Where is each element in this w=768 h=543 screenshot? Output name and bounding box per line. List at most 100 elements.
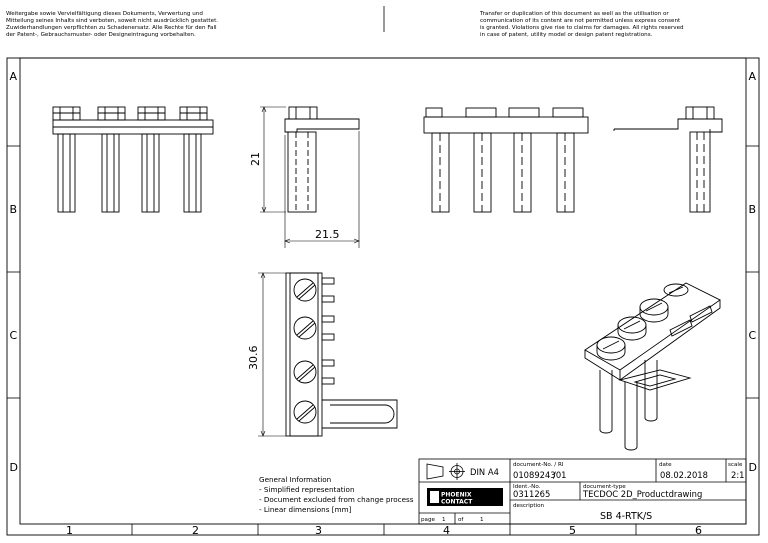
top-view-inner <box>289 272 319 437</box>
document-type: TECDOC 2D_Productdrawing <box>582 489 702 499</box>
back-view-tab <box>508 107 540 118</box>
copyright-notice-english: Transfer or duplication of this document… <box>479 11 684 38</box>
grid-row-label: C <box>749 329 757 342</box>
dimension-height <box>260 106 286 213</box>
notice-de-line: der Patent-, Gebrauchsmuster- oder Desig… <box>6 32 196 38</box>
of-value: 1 <box>480 517 484 523</box>
grid-row-label: A <box>10 70 18 83</box>
notice-en-line: in case of patent, utility model or desi… <box>480 32 653 38</box>
general-info-item: - Document excluded from change process <box>259 495 414 504</box>
notice-de-line: Weitergabe sowie Vervielfältigung dieses… <box>6 11 203 17</box>
top-view-tabs <box>321 277 335 385</box>
pin <box>57 133 76 213</box>
back-view-bar <box>423 116 589 134</box>
of-label: of <box>458 517 464 523</box>
dimension-height-label: 21 <box>249 152 262 166</box>
screw-head <box>179 106 208 121</box>
document-no: 01089243 <box>513 470 556 480</box>
notice-en-line: is granted. Violations give rise to clai… <box>480 25 684 31</box>
drawing-frame <box>6 57 760 536</box>
grid-col-label: 5 <box>569 524 576 537</box>
outer-frame <box>6 57 760 536</box>
pin <box>431 132 450 213</box>
pin <box>101 133 120 213</box>
grid-row-label: C <box>10 329 18 342</box>
copyright-notice-german: Weitergabe sowie Vervielfältigung dieses… <box>6 11 218 38</box>
pin <box>689 131 711 213</box>
grid-col-label: 2 <box>192 524 199 537</box>
side-view-right-bar <box>614 118 723 133</box>
title-block: DIN A4 PHOENIX CONTACT page 1 of 1 docum… <box>418 458 747 525</box>
description-label: description <box>513 503 545 509</box>
pin <box>513 132 532 213</box>
product-description: SB 4-RTK/S <box>600 511 652 522</box>
dimension-width <box>284 131 360 248</box>
grid-col-label: 4 <box>443 524 450 537</box>
top-view-slot <box>330 404 395 424</box>
grid-col-label: 3 <box>315 524 322 537</box>
side-view <box>284 106 360 213</box>
iso-slot-tab <box>618 369 692 391</box>
top-view <box>285 272 398 437</box>
iso-bar-side <box>584 300 721 381</box>
pin <box>473 132 492 213</box>
pin <box>141 133 160 213</box>
back-view-tab <box>465 107 497 118</box>
screw-head <box>685 106 715 120</box>
pin <box>556 132 575 213</box>
top-view-screws <box>293 278 317 424</box>
document-no-label: document-No. / RI <box>513 462 564 468</box>
grid-row-label: A <box>749 70 757 83</box>
page-value: 1 <box>442 517 446 523</box>
top-view-slot-tab <box>322 399 398 429</box>
grid-reference-labels: A B C D A B C D 1 2 3 4 5 6 <box>10 70 757 537</box>
notice-en-line: Transfer or duplication of this document… <box>479 11 669 17</box>
grid-row-label: B <box>10 203 18 216</box>
notice-de-line: Zuwiderhandlungen verpflichten zu Schade… <box>6 25 217 31</box>
date-label: date <box>659 462 672 468</box>
projection-symbol <box>426 463 465 480</box>
notice-de-line: Mitteilung seines Inhalts sind verboten,… <box>6 18 218 24</box>
ident-no-label: Ident.-No. <box>513 484 541 490</box>
logo-line1: PHOENIX <box>441 492 472 499</box>
screw-head <box>97 106 126 121</box>
sheet-format: DIN A4 <box>470 467 499 477</box>
grid-col-label: 1 <box>66 524 73 537</box>
grid-row-label: B <box>749 203 757 216</box>
front-view <box>52 106 214 213</box>
notice-en-line: communication of its content are not per… <box>480 18 681 24</box>
grid-row-label: D <box>10 461 18 474</box>
back-view-tab <box>552 107 584 118</box>
screw-head <box>137 106 166 121</box>
side-view-pin <box>287 131 317 213</box>
document-type-label: document-type <box>583 484 626 490</box>
general-info-item: - Simplified representation <box>259 485 355 494</box>
side-view-bar <box>284 118 360 133</box>
dimension-width-label: 21.5 <box>315 228 340 241</box>
top-view-body <box>285 272 323 437</box>
general-info-heading: General Information <box>259 475 331 484</box>
back-view <box>423 107 589 213</box>
front-view-pins <box>57 133 202 213</box>
general-info-item: - Linear dimensions [mm] <box>259 505 352 514</box>
dimension-length-label: 30.6 <box>247 346 260 371</box>
screw-head <box>52 106 81 121</box>
document-scale: 2:1 <box>731 470 744 480</box>
pin <box>183 133 202 213</box>
page-label: page <box>421 517 436 523</box>
ident-no: 0311265 <box>513 489 550 499</box>
grid-col-label: 6 <box>695 524 702 537</box>
phoenix-contact-logo: PHOENIX CONTACT <box>427 488 503 506</box>
grid-row-label: D <box>749 461 757 474</box>
dimension-length <box>258 272 286 437</box>
isometric-view <box>584 282 721 451</box>
scale-label: scale <box>728 462 743 468</box>
document-revision: /01 <box>553 470 566 480</box>
document-date: 08.02.2018 <box>660 470 708 480</box>
screw-head <box>288 106 318 120</box>
title-block-frame <box>418 458 747 525</box>
back-view-tab <box>425 107 443 118</box>
inner-frame <box>19 57 747 525</box>
front-view-screw-heads <box>52 106 208 121</box>
